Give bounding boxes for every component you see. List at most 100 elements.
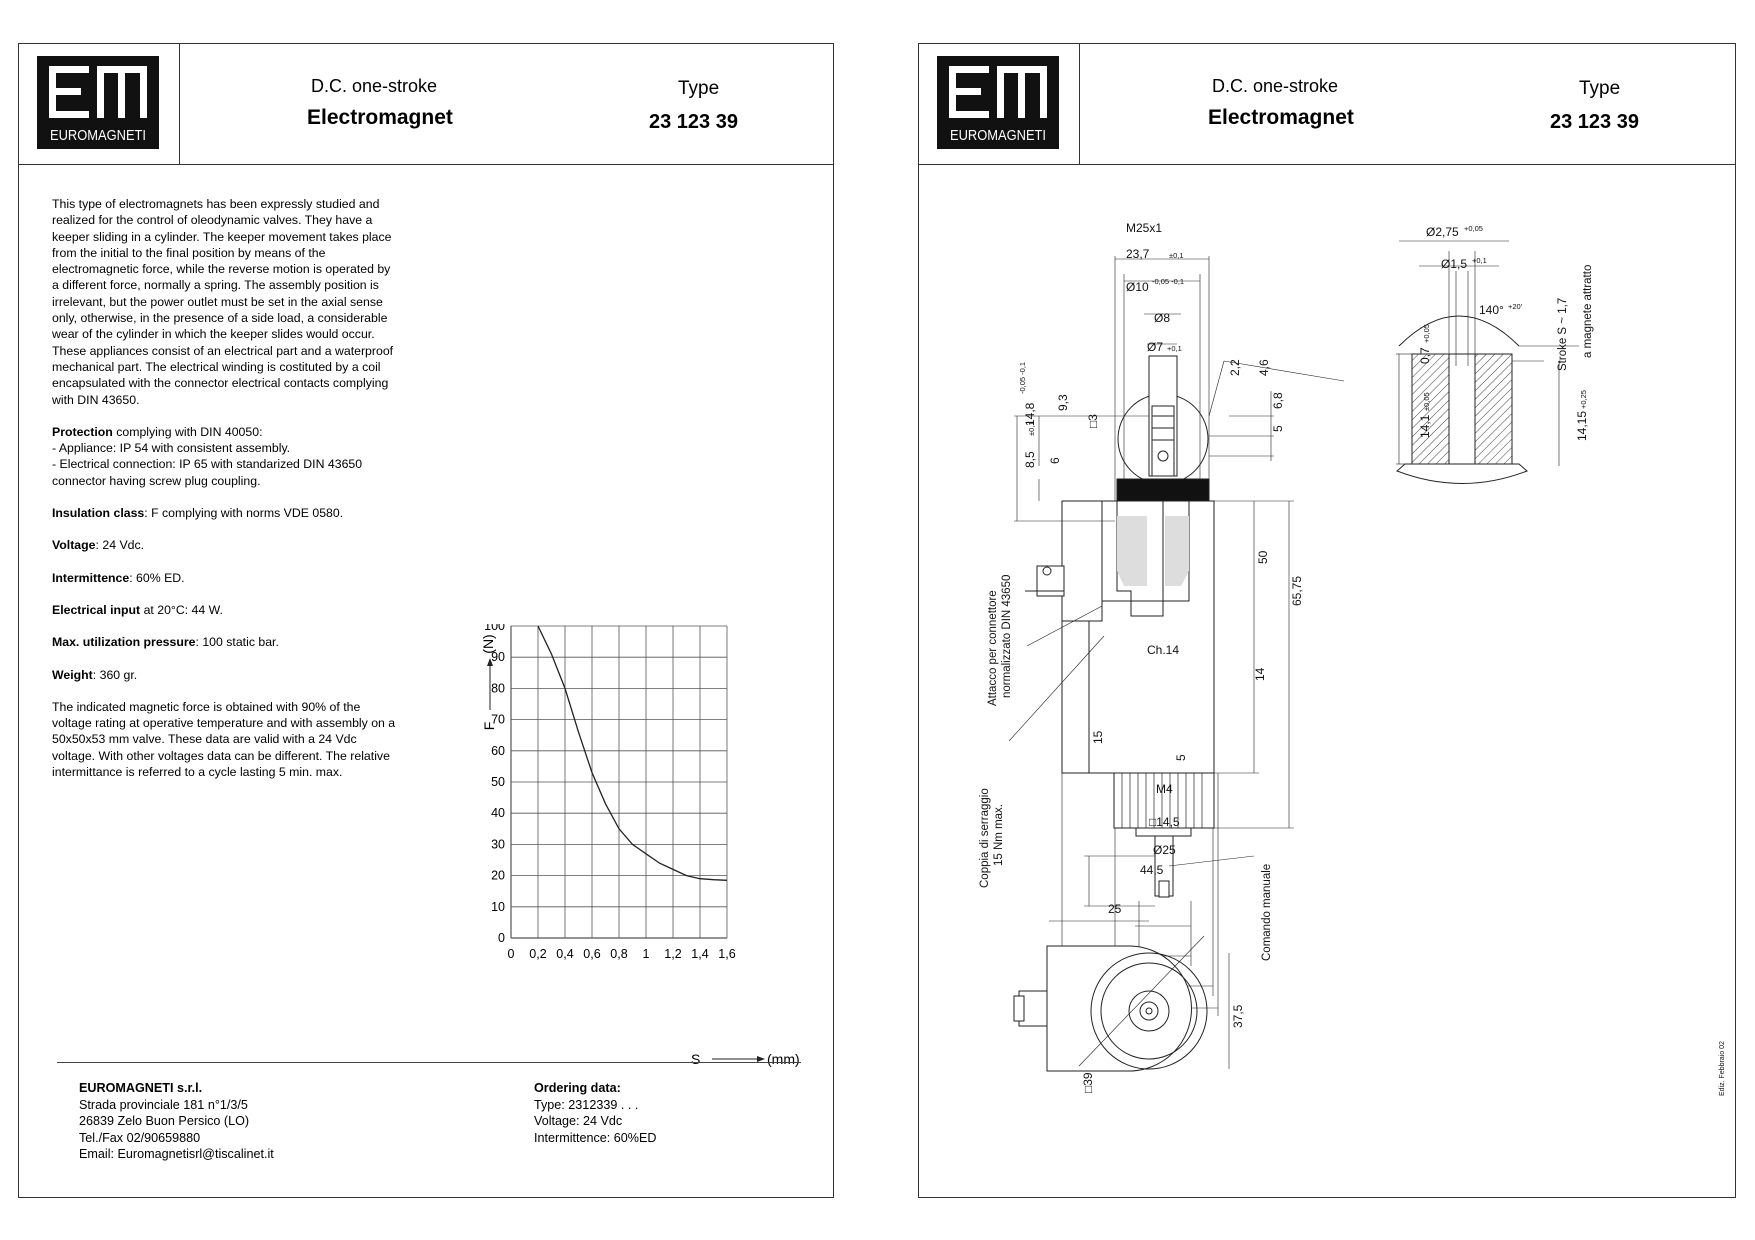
dim-14-8: 14,8 (1023, 402, 1037, 426)
company-address: EUROMAGNETI s.r.l. Strada provinciale 18… (79, 1080, 274, 1163)
dim-14-8-tol: -0,05 -0,1 (1018, 362, 1027, 394)
x-tick-label: 0 (508, 947, 515, 961)
dim-44-5: 44,5 (1140, 863, 1164, 877)
dim-5b: 5 (1174, 754, 1188, 761)
dim-9-3: 9,3 (1056, 394, 1070, 411)
protection-line-1: - Appliance: IP 54 with consistent assem… (52, 441, 291, 456)
input-value: at 20°C: 44 W. (140, 602, 223, 617)
dim-14-15-tol: +0,25 (1579, 390, 1588, 409)
header-title: Electromagnet (307, 106, 453, 129)
y-tick-label: 10 (491, 900, 505, 914)
x-tick-label: 1,6 (718, 947, 735, 961)
ordering-type: Type: 2312339 . . . (534, 1097, 639, 1112)
ordering-data: Ordering data: Type: 2312339 . . . Volta… (534, 1080, 657, 1146)
voltage-value: : 24 Vdc. (95, 538, 145, 553)
ordering-intermittence: Intermittence: 60%ED (534, 1130, 657, 1145)
edition-note: Ediz. Febbraio 02 (1719, 1041, 1726, 1096)
dim-2-2: 2,2 (1228, 359, 1242, 376)
detail-view (1396, 240, 1579, 484)
technical-drawing: M25x1 23,7 ±0,1 Ø10 -0,05 -0,1 Ø8 Ø7 +0,… (979, 221, 1726, 1096)
weight-value: : 360 gr. (92, 667, 138, 682)
dim-4-6: 4,6 (1257, 359, 1271, 376)
stroke-label: Stroke S ~ 1,7 (1557, 298, 1569, 371)
connector-note-1: Attacco per connettore (987, 590, 999, 706)
bottom-view (1013, 920, 1230, 1072)
dim-d25: Ø25 (1153, 843, 1176, 857)
x-tick-label: 1,4 (691, 947, 708, 961)
dim-ch14: Ch.14 (1147, 643, 1179, 657)
em-logo-mark-2 (949, 66, 1047, 118)
x-tick-label: 0,8 (610, 947, 627, 961)
dim-50: 50 (1256, 550, 1270, 564)
x-tick-label: 1 (643, 947, 650, 961)
y-tick-label: 0 (498, 931, 505, 945)
y-axis-unit: (N) (480, 634, 496, 653)
type-label: Type (678, 78, 720, 99)
dim-140deg-tol: +20' (1508, 302, 1523, 311)
y-tick-label: 30 (491, 837, 505, 851)
pressure-value: : 100 static bar. (195, 635, 279, 650)
chart-grid (510, 625, 728, 939)
y-tick-label: 60 (491, 744, 505, 758)
dim-0-7-tol: +0,05 (1422, 324, 1431, 343)
dim-d2-75-tol: +0,05 (1464, 224, 1483, 233)
torque-note-2: 15 Nm max. (993, 804, 1005, 866)
dim-d8: Ø8 (1154, 311, 1170, 325)
dim-23-7: 23,7 (1126, 247, 1150, 261)
voltage-label: Voltage (52, 538, 96, 553)
x-axis-label: S (691, 1051, 700, 1067)
dim-140deg: 140° (1479, 303, 1504, 317)
dim-d2-75: Ø2,75 (1426, 225, 1459, 239)
dim-14: 14 (1253, 667, 1267, 681)
type-number-2: 23 123 39 (1550, 111, 1639, 133)
connector-note-2: normalizzato DIN 43650 (1001, 575, 1013, 698)
intermittence-value: : 60% ED. (129, 570, 185, 585)
dim-6: 6 (1048, 457, 1062, 464)
x-tick-label: 0,2 (529, 947, 546, 961)
euromagneti-logo-2: EUROMAGNETI (937, 56, 1059, 149)
dim-sq3: □3 (1086, 414, 1100, 428)
company-name: EUROMAGNETI s.r.l. (79, 1081, 203, 1095)
protection-text: complying with DIN 40050: (112, 424, 263, 439)
x-tick-label: 1,2 (664, 947, 681, 961)
type-label-2: Type (1579, 78, 1621, 99)
euromagneti-logo: EUROMAGNETI (37, 56, 159, 149)
y-tick-label: 40 (491, 806, 505, 820)
force-curve (537, 625, 728, 881)
datasheet-page-2: EUROMAGNETI D.C. one-stroke Electromagne… (918, 43, 1736, 1198)
dim-d10: Ø10 (1126, 280, 1149, 294)
input-label: Electrical input (52, 602, 141, 617)
address-line-1: Strada provinciale 181 n°1/3/5 (79, 1097, 248, 1112)
description-text: This type of electromagnets has been exp… (52, 196, 397, 796)
dim-sq39: □39 (1081, 1072, 1095, 1093)
weight-label: Weight (52, 667, 93, 682)
insulation-label: Insulation class (52, 506, 145, 521)
dim-d1-5: Ø1,5 (1441, 257, 1467, 271)
logo-cell: EUROMAGNETI (19, 44, 180, 164)
dimension-labels: M25x1 23,7 ±0,1 Ø10 -0,05 -0,1 Ø8 Ø7 +0,… (979, 221, 1726, 1096)
dim-8-5-tol: ±0,1 (1027, 421, 1036, 436)
insulation-value: : F complying with norms VDE 0580. (144, 506, 344, 521)
intro-paragraph: This type of electromagnets has been exp… (52, 197, 394, 407)
pressure-label: Max. utilization pressure (52, 635, 196, 650)
dim-37-5: 37,5 (1231, 1004, 1245, 1028)
phone: Tel./Fax 02/90659880 (79, 1130, 201, 1145)
intermittence-label: Intermittence (52, 570, 130, 585)
dim-14-1-tol: ±0,05 (1422, 392, 1431, 411)
torque-note-1: Coppia di serraggio (979, 788, 991, 888)
dim-65-75: 65,75 (1290, 576, 1304, 606)
header-subtitle-2: D.C. one-stroke (1212, 76, 1339, 96)
brand-name-2: EUROMAGNETI (949, 127, 1047, 144)
dim-sq14-5: □14,5 (1149, 815, 1180, 829)
dim-14-1: 14,1 (1418, 414, 1432, 438)
manual-control-note: Comando manuale (1261, 864, 1273, 961)
dim-6-8: 6,8 (1271, 392, 1285, 409)
y-axis-label: F (481, 722, 497, 731)
insulation-spec: Insulation class: F complying with norms… (52, 505, 397, 521)
dim-b25: 25 (1108, 902, 1122, 916)
main-view-outline (1008, 256, 1345, 1016)
x-tick-label: 0,6 (583, 947, 600, 961)
datasheet-page-1: EUROMAGNETI D.C. one-stroke Electromagne… (18, 43, 834, 1198)
protection-paragraph: Protection complying with DIN 40050: - A… (52, 424, 397, 489)
